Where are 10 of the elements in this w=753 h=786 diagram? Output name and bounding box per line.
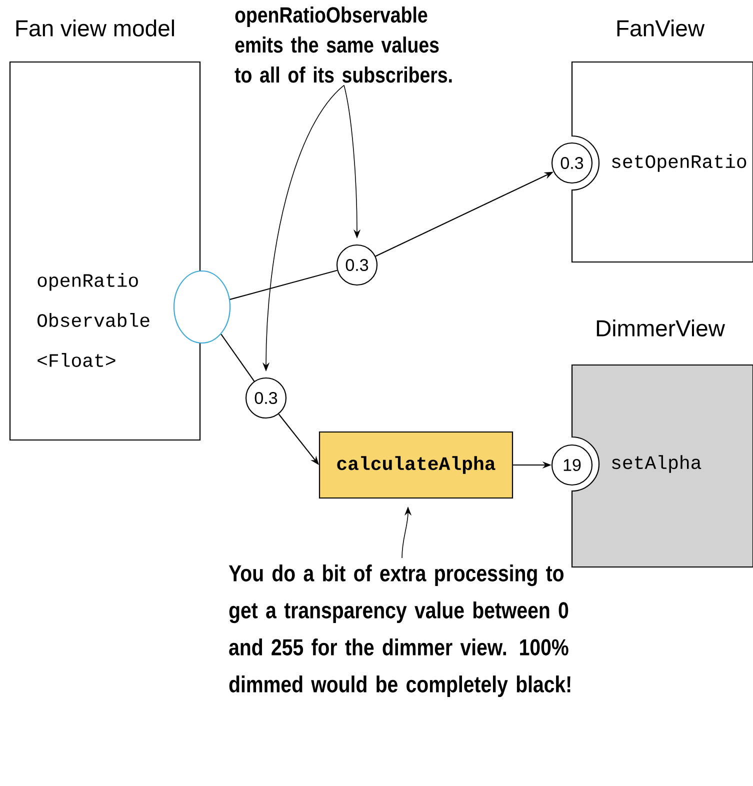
view-box: openRatio Observable <Float> xyxy=(9,61,201,441)
observable-circle xyxy=(173,270,231,344)
box-title: FanView xyxy=(617,20,705,36)
callout-text: openRatioObservable emits the same values to all of its subscribers. xyxy=(234,6,452,83)
connector-line xyxy=(220,334,255,382)
process-box: calculateAlpha xyxy=(318,431,514,499)
connector-line xyxy=(230,270,338,300)
callout-text: You do a bit of extra processing to get a transparency value between 0 and 255 for the dimmer view. 100% dimmed would be completely black! xyxy=(228,564,570,697)
box-title: Fan view model xyxy=(16,20,174,36)
box-title: DimmerView xyxy=(596,320,725,336)
